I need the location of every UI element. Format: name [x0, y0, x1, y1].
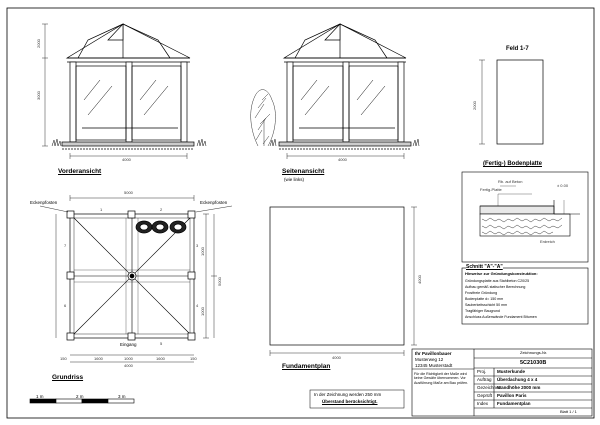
tb-key: Index [477, 401, 489, 406]
plan-height-right-dim: 5000 [217, 277, 222, 286]
company-line-3: 12345 Musterstadt [415, 363, 453, 368]
scale-label-3: 3 m [118, 394, 126, 399]
scale-label-2: 2 m [76, 394, 84, 399]
post-num-2: 2 [160, 207, 163, 212]
title-block [411, 348, 593, 417]
foundation-width-dim: 4000 [332, 355, 341, 360]
note-item: Tragfähiger Baugrund [465, 309, 500, 313]
foundation-plan [269, 206, 417, 356]
tb-key: Auftrag [477, 377, 492, 382]
section-ground-label: Erdreich [540, 239, 555, 244]
plan-seg-4: 1600 [156, 356, 165, 361]
side-view-title: Seitenansicht [282, 168, 325, 175]
note-item: Sauberkeitsschicht 50 mm [465, 303, 508, 307]
post-num-3: 3 [196, 243, 199, 248]
side-view [250, 23, 420, 159]
side-view-subtitle: (wie links) [284, 177, 305, 182]
slab-section [461, 171, 589, 263]
plan-seg-1: 150 [60, 356, 67, 361]
tb-value: Musterkunde [497, 369, 526, 374]
note-item: Aufbau gemäß statischer Berechnung [465, 285, 526, 289]
company-line-2: Musterweg 12 [415, 357, 444, 362]
sheet-border [6, 7, 595, 419]
tb-key: Proj. [477, 369, 487, 374]
section-top-label: Rb. auf Beton [498, 179, 523, 184]
panel-title: Feld 1-7 [506, 46, 529, 52]
tb-key: Geprüft [477, 393, 493, 398]
tree-sketch [250, 89, 276, 147]
plan-seg-3: 1000 [124, 356, 133, 361]
post-num-6: 6 [64, 303, 67, 308]
drawing-no-label: Zeichnungs-Nr. [520, 350, 548, 355]
overhang-note-box [309, 389, 405, 409]
notes-box [461, 267, 589, 325]
entrance-label: Eingang [120, 342, 137, 347]
front-view-title: Vorderansicht [58, 168, 102, 175]
drawing-no: 5C21030B [520, 360, 547, 366]
post-num-1: 1 [100, 207, 103, 212]
plan-sub-right-1: 1000 [200, 247, 205, 256]
front-height-dim: 3000 [36, 91, 41, 100]
note-item: Anschluss Außenwände Fundament Bitumen [465, 315, 537, 319]
plan-seg-5: 150 [190, 356, 197, 361]
plan-seg-2: 1600 [94, 356, 103, 361]
front-height-lower-dim: 2000 [36, 39, 41, 48]
foundation-height-dim: 4000 [417, 275, 422, 284]
ground-plan [39, 195, 233, 363]
panel-view [479, 59, 544, 145]
post-num-4: 4 [196, 303, 199, 308]
company-line-1: Ihr Pavillonbauer [415, 351, 452, 356]
panel-height-dim: 2000 [472, 101, 477, 110]
front-width-dim: 4000 [122, 157, 131, 162]
corner-post-label-right: Eckenpfosten [200, 200, 228, 205]
foundation-plan-title: Fundamentplan [282, 363, 331, 370]
tb-key: Gezeichnet [477, 385, 500, 390]
overhang-note-line2: Überstand berücksichtigt. [322, 399, 378, 404]
corner-post-label-left: Eckenpfosten [30, 200, 58, 205]
slab-title: (Fertig-) Bodenplatte [483, 161, 542, 167]
plan-width-top-dim: 5000 [124, 190, 133, 195]
plan-title: Grundriss [52, 374, 84, 381]
plan-sub-right-2: 1000 [200, 307, 205, 316]
scale-label-1: 1 m [36, 394, 44, 399]
post-num-5: 5 [160, 341, 163, 346]
front-view [42, 23, 207, 159]
tb-value: Fundamentplan [497, 401, 531, 406]
overhang-note-line1: In der Zeichnung werden 250 mm [314, 392, 382, 397]
note-item: Gründungsplatte aus Stahlbeton C20/25 [465, 279, 530, 283]
section-level-label: ± 0.00 [557, 183, 569, 188]
post-num-7: 7 [64, 243, 67, 248]
scale-bar [29, 398, 135, 404]
side-width-dim: 4000 [338, 157, 347, 162]
tb-value: Überdachung 4 x 4 [497, 377, 538, 382]
disclaimer-text: Für die Richtigkeit der Maße wird keine … [414, 372, 469, 385]
note-item: Bodenplatte d= 150 mm [465, 297, 504, 301]
note-item: Frostfreie Gründung [465, 291, 498, 295]
notes-heading: Hinweise zur Gründungskonstruktion: [465, 271, 538, 276]
tb-value: Wandhöhe 2000 mm [497, 385, 541, 390]
tb-value: Pavillon Paris [497, 393, 527, 398]
sheet-number: Blatt 1 / 1 [560, 409, 577, 414]
section-title: Schnitt "A"-"A" [466, 264, 503, 270]
section-layer-label: Fertig-Platte [480, 187, 502, 192]
plan-width-bottom-dim: 4000 [124, 363, 133, 368]
